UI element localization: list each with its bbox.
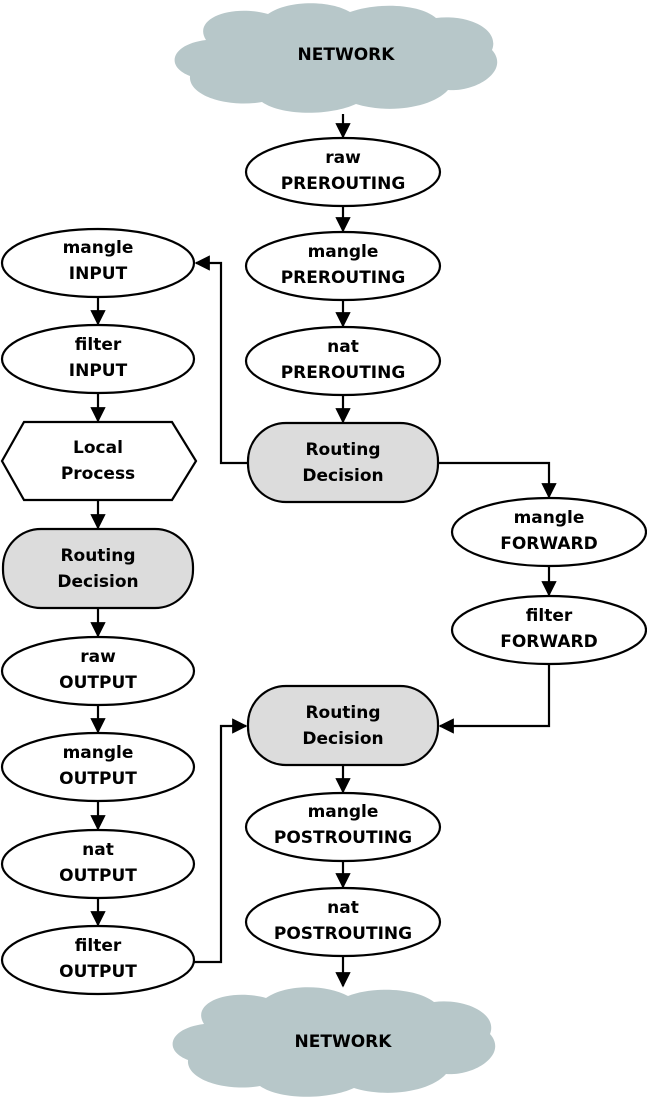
mangle-output-table: mangle xyxy=(63,743,134,763)
local-process-line1: Local xyxy=(73,438,123,458)
nat-prerouting-table: nat xyxy=(327,337,359,357)
edge-routing-to-mangle-forward xyxy=(438,461,557,499)
routing-decision-3: Routing Decision xyxy=(246,684,440,767)
nat-postrouting-node: nat POSTROUTING xyxy=(244,886,442,958)
local-process-node: Local Process xyxy=(0,420,198,502)
filter-input-chain: INPUT xyxy=(69,361,128,381)
network-bottom-label: NETWORK xyxy=(295,1032,393,1052)
mangle-input-chain: INPUT xyxy=(69,264,128,284)
routing-decision-3-line2: Decision xyxy=(302,729,383,749)
connectors xyxy=(90,114,557,988)
filter-forward-table: filter xyxy=(526,606,573,626)
routing-decision-1-line1: Routing xyxy=(305,440,380,460)
local-process-line2: Process xyxy=(61,464,135,484)
raw-prerouting-table: raw xyxy=(325,148,361,168)
nat-output-table: nat xyxy=(82,840,114,860)
routing-decision-2: Routing Decision xyxy=(1,527,195,610)
mangle-output-node: mangle OUTPUT xyxy=(0,731,196,803)
nat-output-node: nat OUTPUT xyxy=(0,828,196,900)
mangle-postrouting-chain: POSTROUTING xyxy=(274,828,412,848)
network-cloud-top: NETWORK xyxy=(174,3,498,113)
raw-output-chain: OUTPUT xyxy=(59,673,137,693)
mangle-postrouting-node: mangle POSTROUTING xyxy=(244,791,442,863)
raw-output-table: raw xyxy=(80,647,116,667)
raw-prerouting-node: raw PREROUTING xyxy=(244,136,442,208)
edge-filter-forward-to-routing xyxy=(438,664,551,734)
filter-output-node: filter OUTPUT xyxy=(0,924,196,996)
mangle-postrouting-table: mangle xyxy=(308,802,379,822)
nat-postrouting-chain: POSTROUTING xyxy=(274,924,412,944)
filter-output-table: filter xyxy=(75,936,122,956)
raw-output-node: raw OUTPUT xyxy=(0,635,196,707)
routing-decision-1-shape xyxy=(246,421,440,504)
mangle-forward-table: mangle xyxy=(514,508,585,528)
nat-output-chain: OUTPUT xyxy=(59,866,137,886)
routing-decision-2-shape xyxy=(1,527,195,610)
mangle-prerouting-node: mangle PREROUTING xyxy=(244,230,442,302)
routing-decision-1-line2: Decision xyxy=(302,466,383,486)
mangle-forward-node: mangle FORWARD xyxy=(450,496,647,568)
mangle-input-table: mangle xyxy=(63,238,134,258)
nat-prerouting-chain: PREROUTING xyxy=(281,363,406,383)
routing-decision-1: Routing Decision xyxy=(246,421,440,504)
nat-prerouting-node: nat PREROUTING xyxy=(244,325,442,397)
filter-input-node: filter INPUT xyxy=(0,323,196,395)
local-process-shape xyxy=(0,420,198,502)
mangle-prerouting-chain: PREROUTING xyxy=(281,268,406,288)
routing-decision-2-line1: Routing xyxy=(60,546,135,566)
network-cloud-bottom: NETWORK xyxy=(172,987,496,1097)
filter-forward-node: filter FORWARD xyxy=(450,594,647,666)
network-top-label: NETWORK xyxy=(298,45,396,65)
edge-filter-output-to-routing xyxy=(194,718,248,964)
mangle-input-node: mangle INPUT xyxy=(0,227,196,299)
routing-decision-3-line1: Routing xyxy=(305,703,380,723)
routing-decision-2-line2: Decision xyxy=(57,572,138,592)
mangle-output-chain: OUTPUT xyxy=(59,769,137,789)
mangle-forward-chain: FORWARD xyxy=(500,534,598,554)
filter-input-table: filter xyxy=(75,335,122,355)
filter-output-chain: OUTPUT xyxy=(59,962,137,982)
edge-routing-to-mangle-input xyxy=(194,255,248,465)
filter-forward-chain: FORWARD xyxy=(500,632,598,652)
nat-postrouting-table: nat xyxy=(327,898,359,918)
routing-decision-3-shape xyxy=(246,684,440,767)
mangle-prerouting-table: mangle xyxy=(308,242,379,262)
raw-prerouting-chain: PREROUTING xyxy=(281,174,406,194)
